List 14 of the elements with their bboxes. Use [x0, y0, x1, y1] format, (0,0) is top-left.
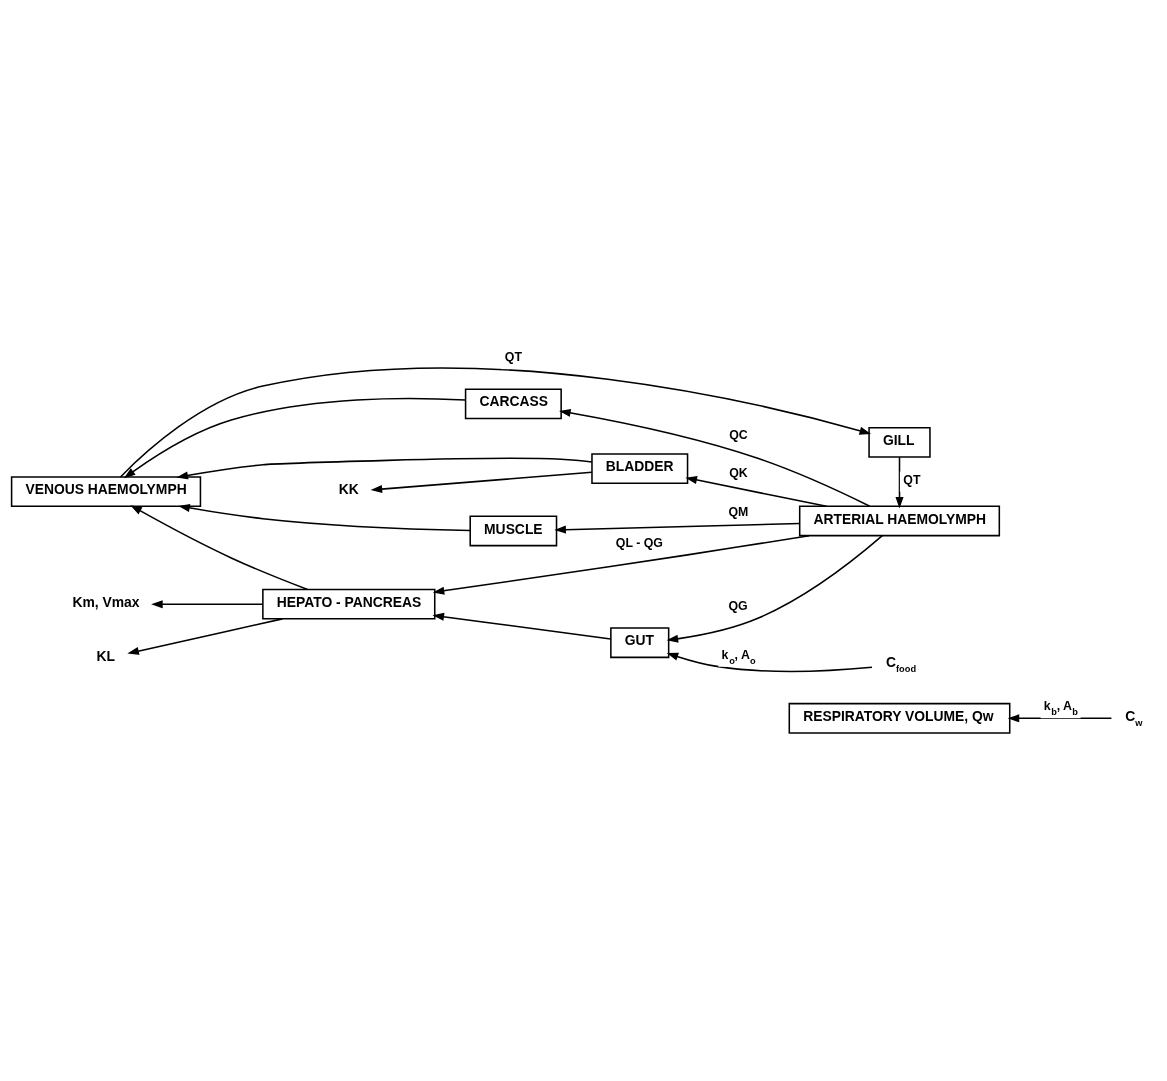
- edge-label: QM: [728, 504, 749, 519]
- node-text: KL: [96, 647, 115, 664]
- node-text: C$_{w}$: [1125, 707, 1143, 728]
- edge-label: QT: [903, 472, 921, 487]
- edge-label: k$_{o}$, A$_{o}$: [721, 647, 756, 666]
- edge-label: QL - QG: [615, 535, 663, 550]
- node-text: C$_{food}$: [886, 653, 917, 674]
- edge-label: QT: [504, 349, 523, 364]
- edge-label: QC: [729, 427, 748, 442]
- edge-label: QG: [728, 598, 748, 613]
- edge-label: k$_{b}$, A$_{b}$: [1043, 698, 1078, 717]
- node-text: KK: [338, 480, 359, 497]
- edge-label: QK: [729, 465, 748, 480]
- node-text: Km, Vmax: [72, 593, 140, 610]
